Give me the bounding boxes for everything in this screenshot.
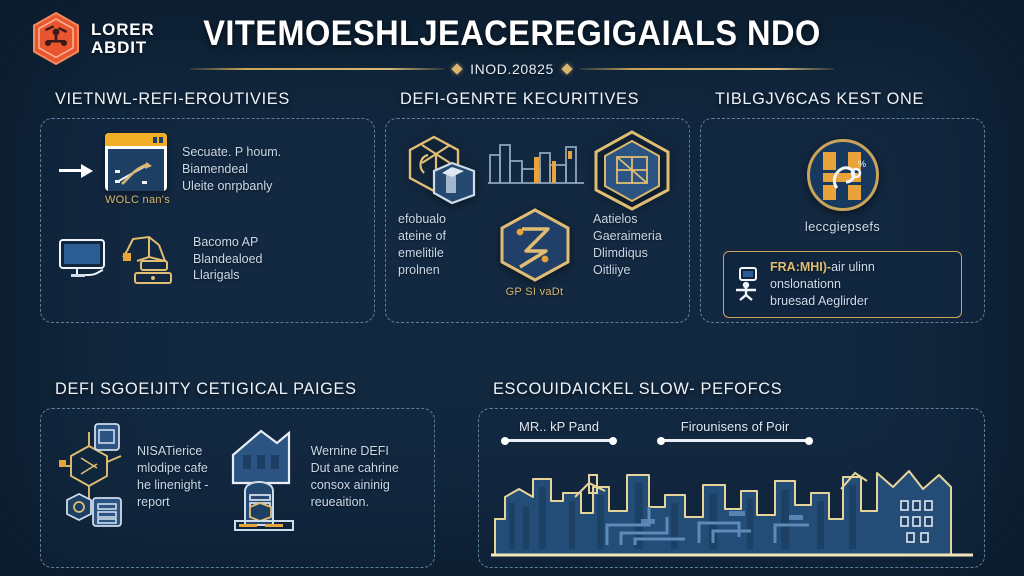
panel-four-title: DEFI SGOEIJITY CETIGICAL PAIGES	[55, 379, 357, 398]
panel-five-marker-2-label: Firounisens of Poir	[680, 419, 790, 434]
arrow-right-icon	[59, 162, 93, 178]
panel-two-right-text: Aatielos Gaeraimeria Dlimdiqus Oitliiye	[593, 212, 662, 277]
panel-three-badge-caption: leccgiepsefs	[804, 219, 881, 234]
panel-two-left-text: efobualo ateine of emelitile prolnen	[398, 212, 446, 277]
panel-two: DEFI-GENRTE KECURITIVES	[385, 89, 690, 323]
panel-one-text-1: Secuate. P houm. Biamendeal Uleite onrpb…	[182, 145, 282, 193]
browser-chart-icon	[105, 133, 167, 191]
panel-four-text-2: Wernine DEFI Dut ane cahrine consox aini…	[310, 444, 399, 509]
divider-line-left	[190, 68, 445, 70]
header: VITEMOESHLJEACEREGIGAIALS NDO INOD.20825	[0, 14, 1024, 77]
h-percent-badge-icon: %	[806, 139, 879, 211]
panel-three-callout-text: FRA:MHI)-air ulinn onslonationn bruesad …	[770, 259, 875, 310]
brand-line-2: ABDIT	[91, 37, 147, 57]
divider-line-right	[579, 68, 835, 70]
brand-line-1: LORER	[91, 19, 155, 39]
panel-five-title: ESCOUIDAICKEL SLOW- PEFOFCS	[493, 379, 783, 398]
panel-four-body: NISATierice mlodipe cafe he linenight - …	[55, 421, 399, 533]
blockchain-network-icon	[55, 422, 129, 532]
hexagon-cube-icon	[589, 129, 675, 211]
panel-five-marker-2-range	[657, 436, 813, 445]
window-dot-icon	[159, 136, 163, 143]
monitor-icon	[59, 239, 111, 279]
panel-five-marker-1-label: MR.. kP Pand	[519, 419, 599, 434]
panel-two-figures	[396, 127, 681, 211]
panel-three-badge-group: % leccgiepsefs	[701, 139, 984, 234]
panel-one-text-2: Bacomo AP Blandealoed Llarigals	[193, 234, 263, 283]
hexagon-logo-icon	[32, 11, 80, 66]
panel-five-marker-1-range	[501, 436, 617, 445]
panel-four-item-1: NISATierice mlodipe cafe he linenight - …	[55, 421, 209, 533]
diamond-marker-left-icon	[451, 63, 463, 75]
panel-three-callout: FRA:MHI)-air ulinn onslonationn bruesad …	[723, 251, 962, 318]
panel-four-text-1: NISATierice mlodipe cafe he linenight - …	[137, 444, 209, 509]
page-subtitle: INOD.20825	[470, 61, 554, 77]
panel-one-item-2: Bacomo AP Blandealoed Llarigals	[59, 231, 364, 287]
bank-building-icon	[227, 421, 303, 533]
panel-two-title: DEFI-GENRTE KECURITIVES	[400, 89, 640, 108]
factory-skyline-icon	[488, 135, 586, 187]
panel-three-callout-body: air ulinn onslonationn bruesad Aeglirder	[770, 260, 875, 308]
hexagon-bolt-icon	[496, 207, 574, 283]
panel-two-figure-caption: GP SI vaDt	[505, 286, 564, 298]
panel-four: DEFI SGOEIJITY CETIGICAL PAIGES	[40, 379, 435, 568]
hexagon-crane-icon	[404, 133, 486, 211]
person-monitor-icon	[733, 267, 761, 302]
brand-logo: LORER ABDIT	[32, 11, 155, 66]
robot-arm-icon	[119, 231, 181, 287]
panel-three-title: TIBLGJV6CAS KEST ONE	[715, 89, 925, 108]
panel-two-body: efobualo ateine of emelitile prolnen GP …	[398, 208, 679, 298]
brand-wordmark: LORER ABDIT	[91, 21, 155, 56]
panel-three-callout-highlight: FRA:MHI)-	[770, 260, 832, 274]
browser-titlebar	[105, 133, 167, 146]
title-divider: INOD.20825	[0, 61, 1024, 77]
panel-five-marker-2: Firounisens of Poir	[657, 419, 813, 445]
page-title: VITEMOESHLJEACEREGIGAIALS NDO	[203, 14, 821, 53]
chart-area	[108, 149, 164, 191]
panel-one-title: VIETNWL-REFI-EROUTIVIES	[55, 89, 290, 108]
panel-five-markers: MR.. kP Pand Firounisens of Poir	[501, 419, 813, 445]
diamond-marker-right-icon	[561, 63, 573, 75]
city-circuit-skyline-icon	[489, 467, 974, 559]
panel-five: ESCOUIDAICKEL SLOW- PEFOFCS MR.. kP Pand…	[478, 379, 985, 568]
panel-one-figure-caption: WOLC nan's	[105, 194, 171, 206]
panel-four-item-2: Wernine DEFI Dut ane cahrine consox aini…	[227, 421, 399, 533]
panel-one: VIETNWL-REFI-EROUTIVIES	[40, 89, 375, 323]
panel-one-item-1: WOLC nan's Secuate. P houm. Biamendeal U…	[59, 133, 359, 206]
panel-three: TIBLGJV6CAS KEST ONE %	[700, 89, 985, 323]
panel-five-marker-1: MR.. kP Pand	[501, 419, 617, 445]
svg-text:%: %	[858, 159, 866, 169]
window-dot-icon	[153, 136, 157, 143]
